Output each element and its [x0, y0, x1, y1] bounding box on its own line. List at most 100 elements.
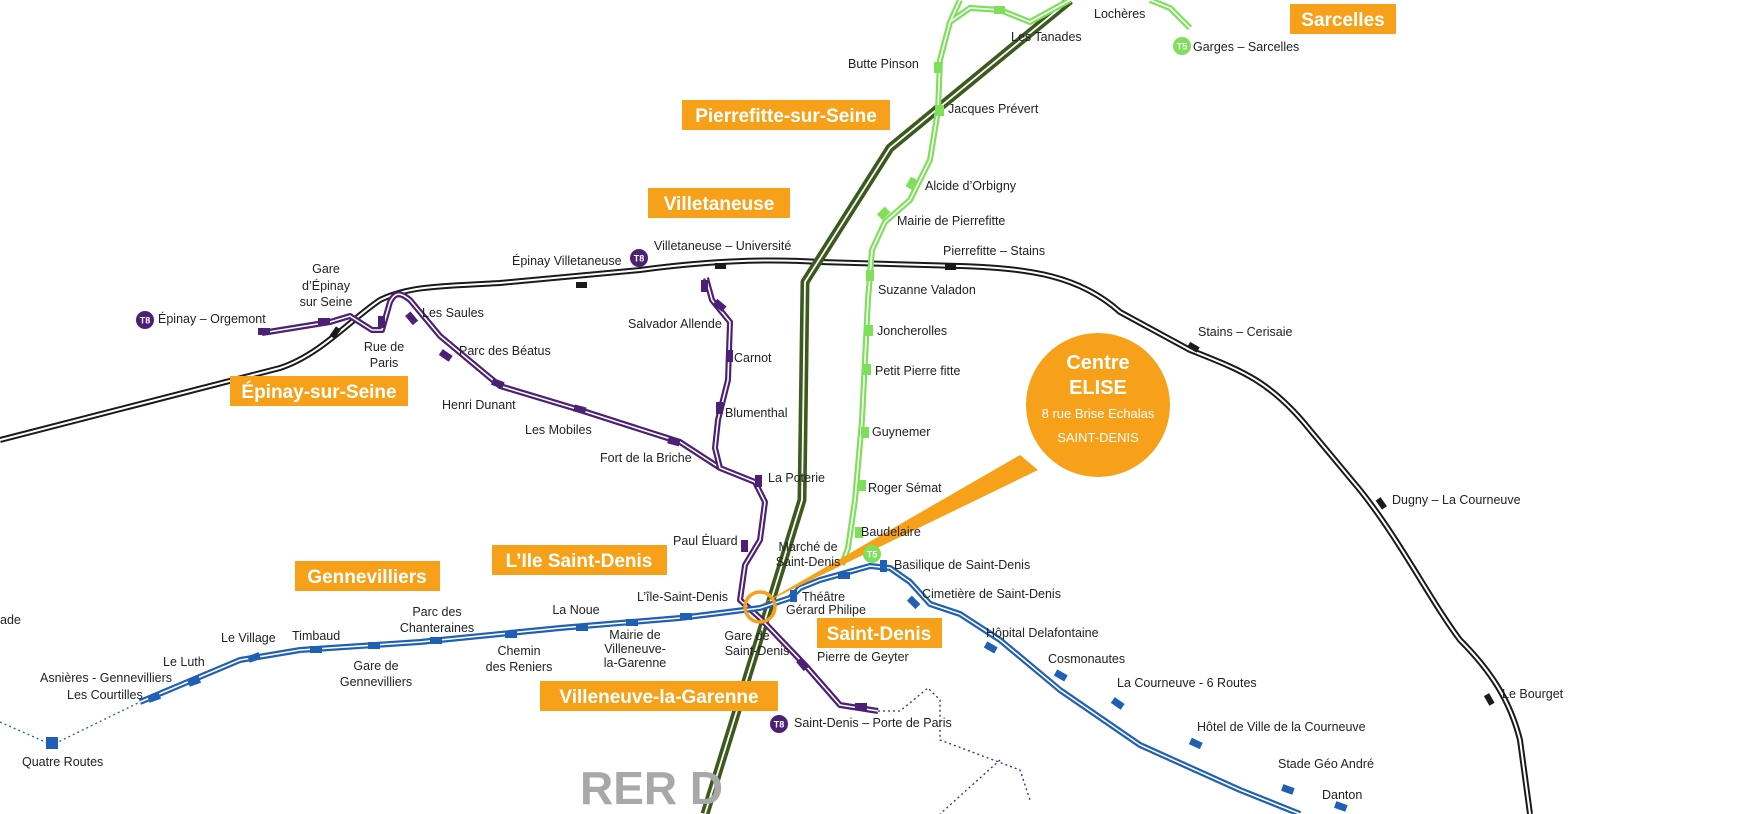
station-label: Baudelaire	[861, 525, 921, 539]
station-label: Le Village	[221, 631, 276, 645]
station-tick	[505, 631, 517, 638]
station-tick	[726, 350, 733, 362]
station-label: Asnières - Gennevilliers	[40, 671, 172, 685]
station-tick	[1483, 693, 1495, 706]
station-labels: Lochères Les Tanades Garges – Sarcelles …	[0, 7, 1564, 802]
station-label: L’île-Saint-Denis	[637, 590, 728, 604]
station-label: Gennevilliers	[340, 675, 412, 689]
station-label: Roger Sémat	[868, 481, 942, 495]
station-tick	[796, 657, 810, 672]
station-label: Rue de	[364, 340, 404, 354]
station-tick	[838, 572, 850, 579]
station-tick	[861, 427, 869, 438]
t8-badge-icon: T8	[770, 715, 788, 733]
town-label-bg	[817, 618, 942, 648]
station-label: La Courneuve - 6 Routes	[1117, 676, 1257, 690]
town-label: Sarcelles	[1301, 10, 1384, 31]
station-tick	[906, 595, 921, 610]
station-label: Les Courtilles	[67, 688, 143, 702]
station-label: Suzanne Valadon	[878, 283, 976, 297]
station-tick	[405, 311, 419, 326]
station-tick	[934, 62, 942, 73]
station-label: Fort de la Briche	[600, 451, 692, 465]
station-tick	[430, 637, 442, 644]
town-label-bg	[682, 100, 890, 130]
station-label: Gare de	[724, 629, 769, 643]
town-label: L’Ile Saint-Denis	[506, 551, 653, 572]
station-label: Saint-Denis – Porte de Paris	[794, 716, 952, 730]
station-label: Paul Éluard	[673, 533, 738, 548]
station-label: La Poterie	[768, 471, 825, 485]
station-tick	[701, 280, 708, 292]
town-label: Villetaneuse	[664, 194, 775, 215]
town-label-bg	[648, 188, 790, 218]
station-label: Gare	[312, 262, 340, 276]
t8-badge-icon: T8	[630, 249, 648, 267]
station-label: Pierrefitte – Stains	[943, 244, 1045, 258]
callout-title: Centre	[1066, 352, 1129, 374]
station-tick	[1188, 737, 1203, 750]
station-tick	[576, 282, 587, 288]
station-label: Chanteraines	[400, 621, 474, 635]
callout-bubble	[1026, 333, 1170, 477]
town-label: Gennevilliers	[307, 567, 426, 588]
station-label: Blumenthal	[725, 406, 788, 420]
station-tick	[741, 540, 748, 552]
station-tick	[865, 325, 873, 336]
station-label: Paris	[370, 356, 398, 370]
station-label: Villeneuve-	[604, 642, 666, 656]
station-label: Chemin	[497, 644, 540, 658]
station-tick	[626, 619, 638, 626]
station-label: Saint-Denis	[776, 555, 841, 569]
tram-t8-line	[261, 277, 879, 714]
station-tick	[880, 560, 887, 572]
station-label: Théâtre	[802, 590, 845, 604]
town-label: Villeneuve-la-Garenne	[559, 687, 758, 708]
station-label: Carnot	[734, 351, 772, 365]
svg-text:T5: T5	[867, 550, 878, 560]
station-tick	[1375, 497, 1387, 510]
station-label: Garges – Sarcelles	[1193, 40, 1299, 54]
station-label: Stains – Cerisaie	[1198, 325, 1293, 339]
t5-badge-icon: T5	[1173, 37, 1191, 55]
station-tick	[258, 328, 270, 335]
station-label: Hôpital Delafontaine	[986, 626, 1099, 640]
station-label: Quatre Routes	[22, 755, 103, 769]
callout-city: SAINT-DENIS	[1057, 430, 1139, 445]
station-label: Danton	[1322, 788, 1362, 802]
station-tick	[790, 590, 797, 602]
station-tick	[858, 480, 866, 491]
station-label: Saint-Denis	[725, 644, 790, 658]
station-label: Stade Géo André	[1278, 757, 1374, 771]
station-label: Les Tanades	[1011, 30, 1082, 44]
svg-text:T5: T5	[1177, 42, 1188, 52]
station-label: Cosmonautes	[1048, 652, 1125, 666]
station-tick	[680, 613, 692, 620]
station-label: Villetaneuse – Université	[654, 239, 791, 253]
station-tick	[1187, 341, 1200, 353]
station-label: des Reniers	[486, 660, 553, 674]
t8-badge-icon: T8	[136, 311, 154, 329]
station-label: ade	[0, 613, 21, 627]
station-tick	[1280, 784, 1295, 795]
town-label-bg	[230, 376, 408, 406]
station-tick	[876, 206, 891, 221]
station-label: La Noue	[552, 603, 599, 617]
station-tick	[368, 642, 380, 649]
callout-address: 8 rue Brise Echalas	[1042, 406, 1155, 421]
station-label: Guynemer	[872, 425, 930, 439]
station-label: Les Saules	[422, 306, 484, 320]
location-marker-ring	[743, 590, 777, 624]
town-label: Épinay-sur-Seine	[241, 381, 396, 403]
station-markers	[46, 6, 1495, 812]
station-label: Henri Dunant	[442, 398, 516, 412]
station-tick	[573, 404, 587, 415]
station-tick	[936, 105, 944, 116]
station-tick	[983, 641, 998, 654]
station-tick	[247, 652, 262, 663]
station-label: Gérard Philipe	[786, 603, 866, 617]
station-tick	[855, 703, 867, 710]
town-label-bg	[1290, 4, 1396, 34]
town-label: Saint-Denis	[827, 624, 932, 645]
